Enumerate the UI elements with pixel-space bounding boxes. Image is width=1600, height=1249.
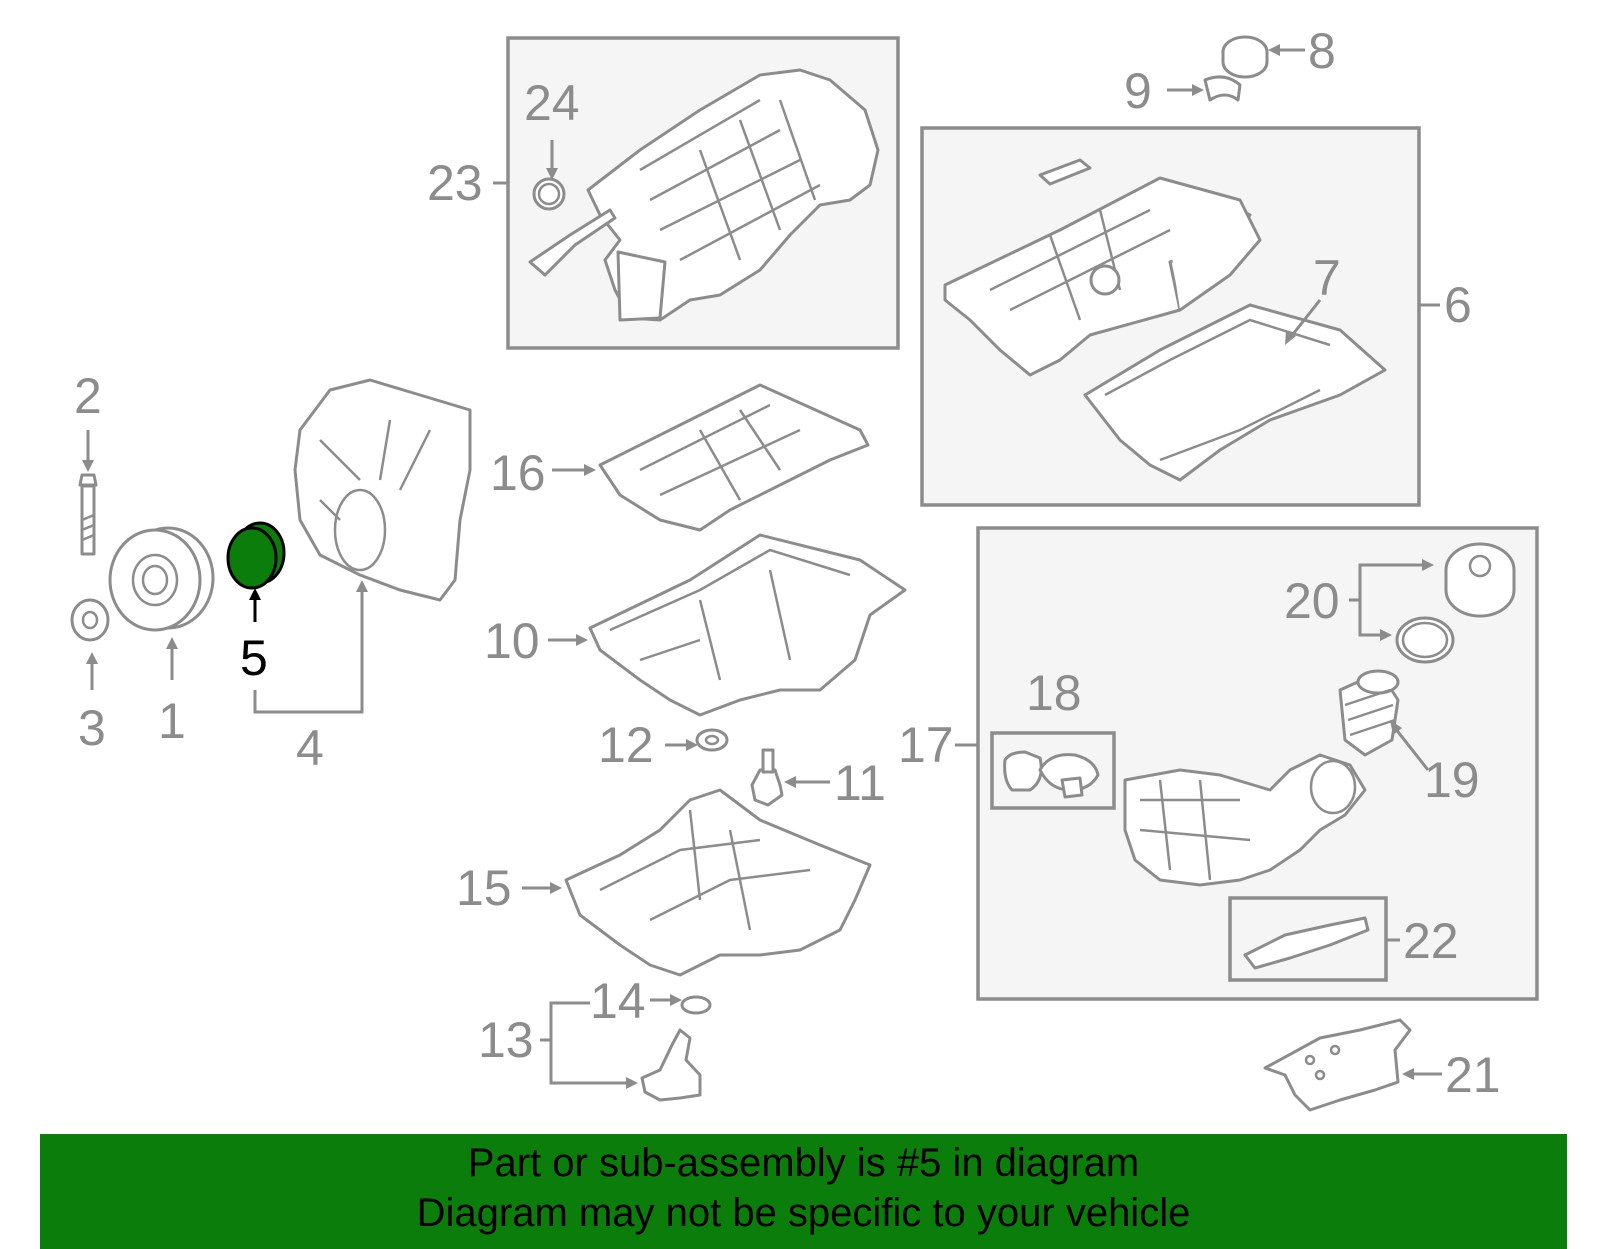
callout-13: 13	[478, 1012, 534, 1068]
callout-5-highlighted: 5	[240, 630, 268, 686]
leader-lines	[82, 44, 1442, 1089]
banner-line-disclaimer: Diagram may not be specific to your vehi…	[416, 1191, 1191, 1235]
drain-plug-part[interactable]	[750, 748, 784, 807]
mounting-bracket-part[interactable]	[1263, 1018, 1412, 1112]
oil-filter-cap-part[interactable]	[1444, 542, 1516, 618]
callout-7: 7	[1313, 250, 1341, 306]
crankshaft-pulley-part[interactable]	[108, 526, 215, 632]
callout-17: 17	[898, 717, 954, 773]
oil-filler-cap-part[interactable]	[1221, 35, 1269, 79]
gasket-set-part[interactable]	[1003, 750, 1100, 799]
gasket-ring-part-24[interactable]	[532, 177, 566, 211]
oil-filter-cap-oring-part[interactable]	[1395, 616, 1455, 664]
front-crankshaft-seal-part-highlighted[interactable]	[226, 521, 286, 590]
callout-20: 20	[1284, 573, 1340, 629]
callout-9: 9	[1124, 63, 1152, 119]
oil-filter-housing-part[interactable]	[1123, 753, 1367, 887]
callout-23: 23	[427, 155, 483, 211]
callout-16: 16	[490, 445, 546, 501]
callout-8: 8	[1308, 23, 1336, 79]
washer-part[interactable]	[70, 598, 110, 642]
callout-12: 12	[598, 717, 654, 773]
intake-manifold-part[interactable]	[528, 68, 880, 322]
timing-cover-part[interactable]	[293, 378, 472, 602]
callout-10: 10	[484, 613, 540, 669]
callout-18: 18	[1026, 665, 1082, 721]
oil-pan-part[interactable]	[588, 533, 907, 717]
callout-15: 15	[456, 860, 512, 916]
callout-22: 22	[1403, 913, 1459, 969]
drain-plug-washer-part[interactable]	[695, 728, 729, 752]
callout-14: 14	[590, 973, 646, 1029]
oil-pan-ladder-part[interactable]	[598, 383, 870, 532]
cap-seal-part[interactable]	[1203, 75, 1242, 102]
callout-3: 3	[78, 700, 106, 756]
callout-11: 11	[834, 755, 886, 811]
callout-21: 21	[1445, 1047, 1501, 1103]
banner-line-part-info: Part or sub-assembly is #5 in diagram	[467, 1141, 1140, 1185]
pulley-bolt-part[interactable]	[78, 473, 98, 556]
callout-labels: 1 2 3 4 5 6 7 8 9 10 11 12 13 14 15 16 1…	[74, 23, 1501, 1103]
info-banner: Part or sub-assembly is #5 in diagram Di…	[40, 1134, 1567, 1249]
valve-cover-part[interactable]	[943, 158, 1262, 377]
valve-cover-gasket-part[interactable]	[1083, 303, 1387, 482]
callout-1: 1	[158, 693, 186, 749]
lower-oil-pan-part[interactable]	[564, 788, 872, 977]
oil-level-sensor-part[interactable]	[640, 1028, 702, 1102]
callout-2: 2	[74, 368, 102, 424]
housing-gasket-part[interactable]	[1243, 916, 1370, 970]
callout-24: 24	[524, 75, 580, 131]
oil-filter-element-part[interactable]	[1338, 669, 1400, 757]
callout-6: 6	[1444, 277, 1472, 333]
callout-4: 4	[296, 720, 324, 776]
callout-19: 19	[1424, 752, 1480, 808]
sensor-seal-part[interactable]	[680, 995, 712, 1015]
